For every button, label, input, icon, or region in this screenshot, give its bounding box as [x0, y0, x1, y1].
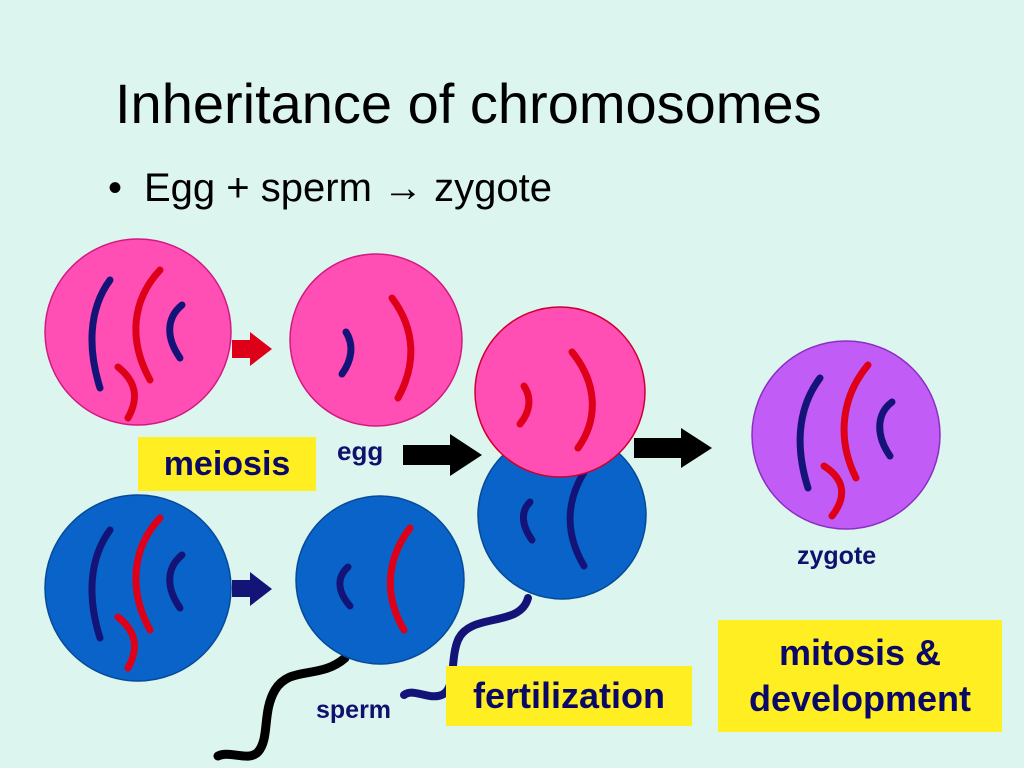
- mitosis-development-label: mitosis & development: [718, 620, 1002, 732]
- zygote-label: zygote: [797, 542, 877, 570]
- sperm-label: sperm: [316, 696, 392, 724]
- fertilizing-egg-cell: [474, 306, 646, 478]
- sperm-tail-lower: [213, 653, 350, 761]
- meiosis-label: meiosis: [138, 437, 316, 491]
- egg-label: egg: [337, 436, 384, 466]
- meiosis-arrow-bottom: [232, 572, 272, 606]
- parent-sperm-cell: [44, 494, 232, 682]
- slide-title: Inheritance of chromosomes: [115, 72, 822, 135]
- fertilization-arrow: [403, 434, 482, 476]
- mitosis-label-line2: development: [748, 678, 972, 719]
- mitosis-label-line1: mitosis &: [778, 632, 942, 673]
- bullet-text: Egg + sperm → zygote: [144, 166, 552, 210]
- zygote-cell: [751, 340, 941, 530]
- meiosis-arrow-top: [232, 332, 272, 366]
- parent-egg-cell: [44, 238, 232, 426]
- fertilization-label: fertilization: [446, 666, 692, 726]
- egg-cell: [289, 253, 463, 427]
- sperm-cell: [295, 495, 465, 665]
- development-arrow: [634, 428, 712, 468]
- bullet-dot: •: [108, 166, 123, 210]
- bullet-item: • Egg + sperm → zygote: [108, 168, 552, 208]
